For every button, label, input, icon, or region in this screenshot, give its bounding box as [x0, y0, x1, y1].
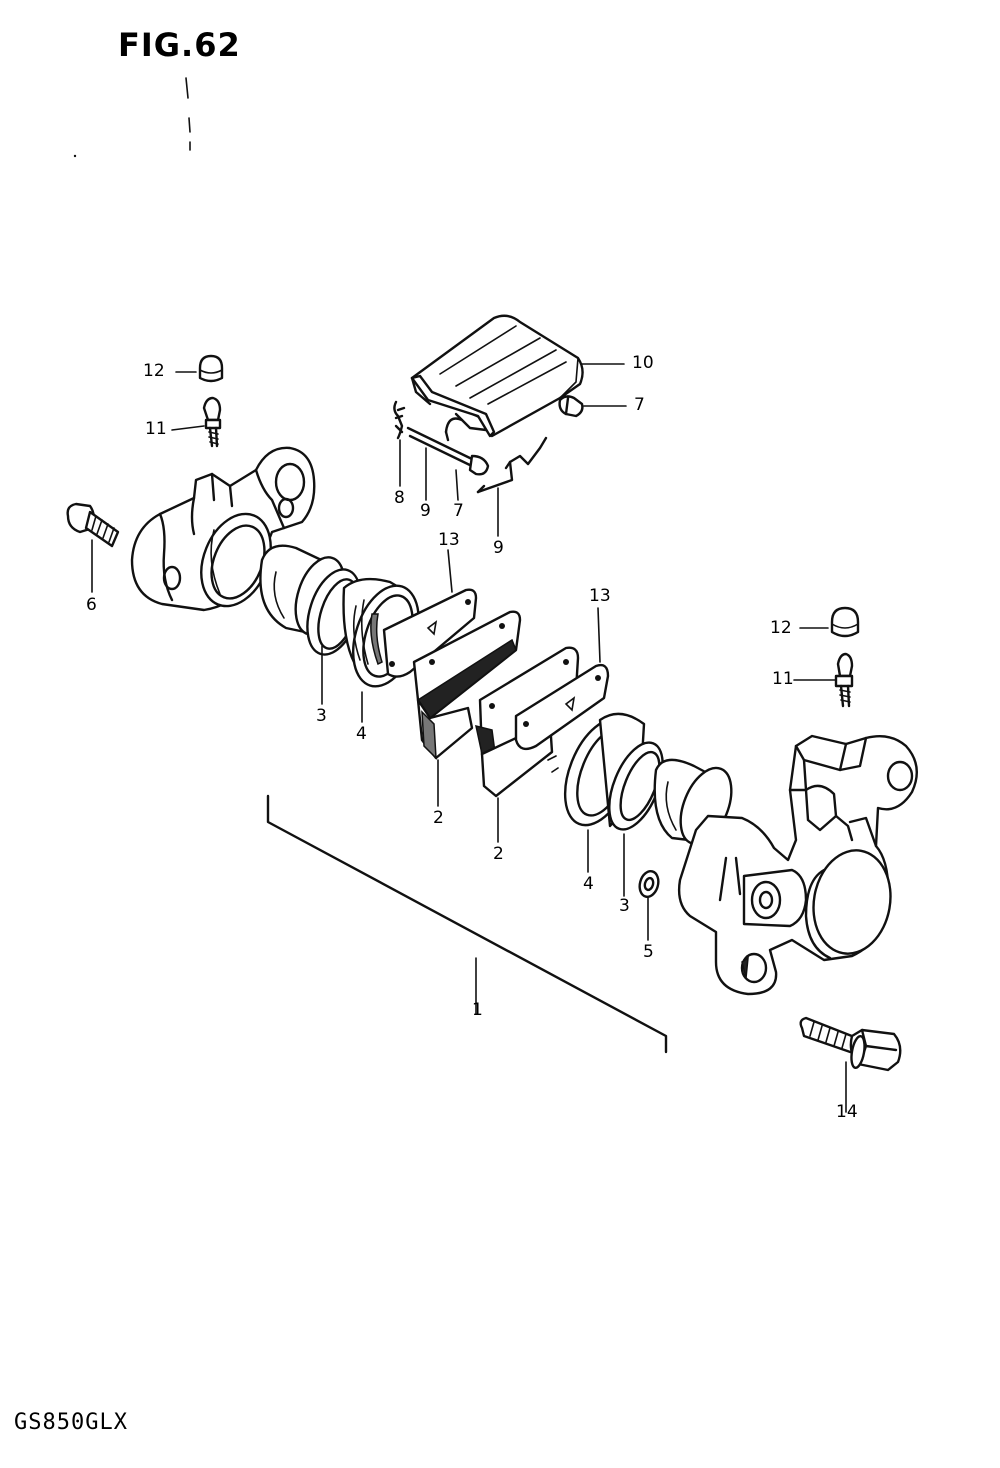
callout-3-left: 3 — [316, 706, 327, 726]
callout-10: 10 — [632, 353, 654, 373]
callout-6: 6 — [86, 595, 97, 615]
callout-11-right: 11 — [772, 669, 794, 689]
speck — [73, 154, 77, 158]
assembly-bracket — [266, 794, 668, 1054]
part-5-washer — [638, 870, 660, 898]
callout-13-right: 13 — [589, 586, 611, 606]
title-leader-line — [185, 77, 191, 151]
callout-7-right: 7 — [634, 395, 645, 415]
part-10-pad-cover — [410, 314, 584, 438]
part-11-bleeder-right — [834, 652, 854, 708]
part-13-shim-right — [514, 663, 610, 773]
part-12-cap-right — [830, 606, 860, 638]
callout-5: 5 — [643, 942, 654, 962]
leader-lines — [91, 363, 847, 1113]
part-12-cap-left — [198, 354, 224, 383]
caliper-housing-right — [677, 734, 918, 996]
callout-3-right: 3 — [619, 896, 630, 916]
part-7-bolt-right — [558, 395, 584, 418]
part-8-clip — [393, 400, 406, 440]
callout-9-mid: 9 — [493, 538, 504, 558]
callout-9-left: 9 — [420, 501, 431, 521]
part-13-shim-left — [382, 588, 478, 678]
part-9-spring-lower — [476, 436, 548, 494]
part-7-pad-pin — [406, 426, 490, 476]
part-6-bolt — [66, 502, 120, 548]
part-2-pad-left — [412, 610, 522, 760]
callout-13-left: 13 — [438, 530, 460, 550]
callout-11-left: 11 — [145, 419, 167, 439]
part-11-bleeder-left — [202, 396, 222, 448]
part-14-flange-bolt — [799, 1016, 902, 1072]
part-9-spring-upper — [444, 412, 488, 442]
callout-12-left: 12 — [143, 361, 165, 381]
callout-4-left: 4 — [356, 724, 367, 744]
callout-1: 1 — [472, 1000, 483, 1020]
callout-2-left: 2 — [433, 808, 444, 828]
callout-4-right: 4 — [583, 874, 594, 894]
callout-12-right: 12 — [770, 618, 792, 638]
callout-8: 8 — [394, 488, 405, 508]
figure-title: FIG.62 — [118, 26, 241, 64]
callout-2-right: 2 — [493, 844, 504, 864]
caliper-housing-left — [130, 446, 316, 612]
model-code: GS850GLX — [14, 1410, 128, 1435]
callout-14: 14 — [836, 1102, 858, 1122]
callout-7-mid: 7 — [453, 501, 464, 521]
